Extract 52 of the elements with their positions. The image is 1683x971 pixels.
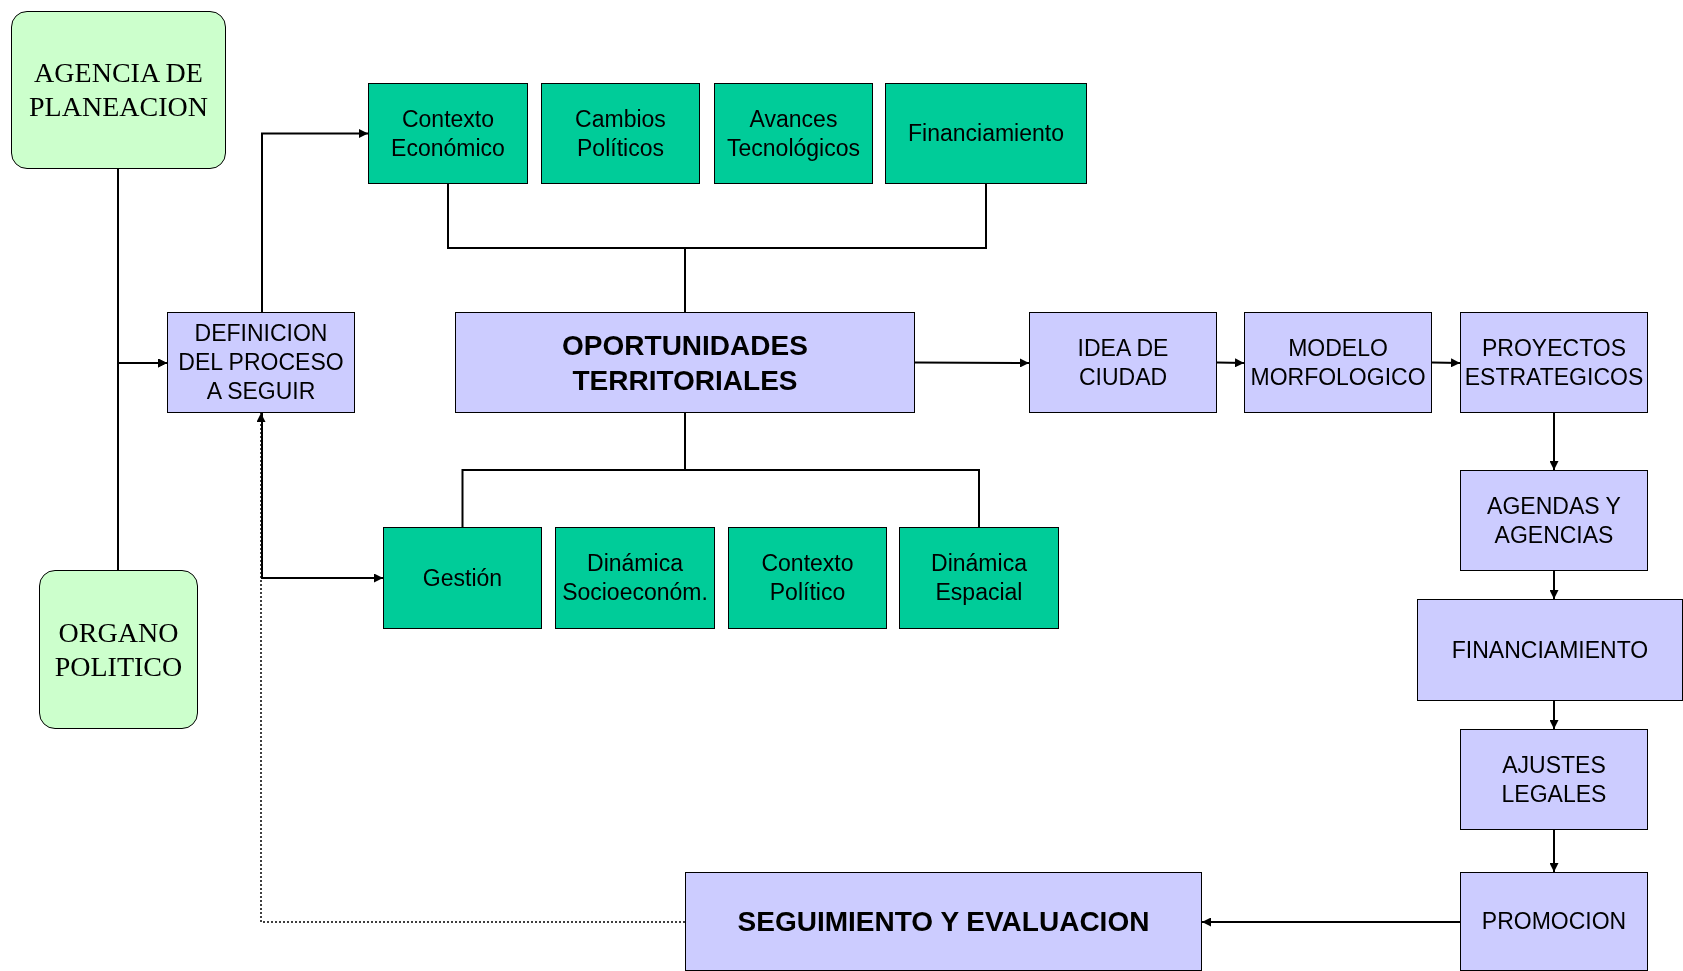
- arrow: [117, 358, 168, 571]
- arrow: [1549, 570, 1559, 600]
- process-box: [1244, 312, 1432, 413]
- process-box: [1029, 312, 1217, 413]
- node-label: DEFINICION DEL PROCESO A SEGUIR: [177, 319, 345, 406]
- node-label: SEGUIMIENTO Y EVALUACION: [736, 905, 1151, 939]
- rounded-box: [11, 11, 226, 169]
- arrow: [1216, 358, 1245, 368]
- node-label: OPORTUNIDADES TERRITORIALES: [561, 328, 809, 398]
- node-label: Contexto Político: [760, 549, 855, 607]
- arrow: [261, 412, 384, 583]
- process-box: [728, 527, 887, 629]
- arrow: [256, 412, 686, 923]
- node-label: ORGANO POLITICO: [53, 615, 184, 684]
- node-label: AGENDAS Y AGENCIAS: [1486, 491, 1622, 550]
- process-box: [885, 83, 1087, 184]
- arrow: [1549, 829, 1559, 873]
- node-label: IDEA DE CIUDAD: [1076, 333, 1170, 392]
- process-box: [383, 527, 542, 629]
- process-box: [1460, 729, 1648, 830]
- process-box: [455, 312, 915, 413]
- node-label: PROYECTOS ESTRATEGICOS: [1463, 333, 1645, 392]
- arrow: [261, 129, 369, 313]
- process-box: [541, 83, 700, 184]
- arrow: [1201, 917, 1461, 927]
- node-label: Financiamiento: [907, 119, 1065, 148]
- process-box: [368, 83, 528, 184]
- node-label: Contexto Económico: [390, 104, 506, 163]
- node-label: Dinámica Socioeconóm.: [561, 549, 709, 607]
- process-box: [714, 83, 873, 184]
- node-label: AJUSTES LEGALES: [1500, 750, 1608, 809]
- process-box: [899, 527, 1059, 629]
- process-box: [1460, 470, 1648, 571]
- arrow: [914, 358, 1030, 368]
- process-box: [1417, 599, 1683, 701]
- arrow: [1431, 358, 1461, 368]
- node-label: Avances Tecnológicos: [726, 104, 861, 163]
- node-label: Gestión: [421, 563, 504, 593]
- node-label: MODELO MORFOLOGICO: [1249, 333, 1427, 392]
- process-box: [1460, 312, 1648, 413]
- process-box: [555, 527, 715, 629]
- node-label: AGENCIA DE PLANEACION: [28, 56, 209, 124]
- arrow: [1549, 700, 1559, 730]
- node-label: Cambios Políticos: [574, 104, 667, 163]
- process-box: [167, 312, 355, 413]
- node-label: PROMOCION: [1480, 907, 1628, 936]
- rounded-box: [39, 570, 198, 729]
- node-label: FINANCIAMIENTO: [1450, 635, 1650, 665]
- process-box: [1460, 872, 1648, 971]
- node-label: Dinámica Espacial: [930, 549, 1028, 607]
- arrow: [1549, 412, 1559, 471]
- process-box: [685, 872, 1202, 971]
